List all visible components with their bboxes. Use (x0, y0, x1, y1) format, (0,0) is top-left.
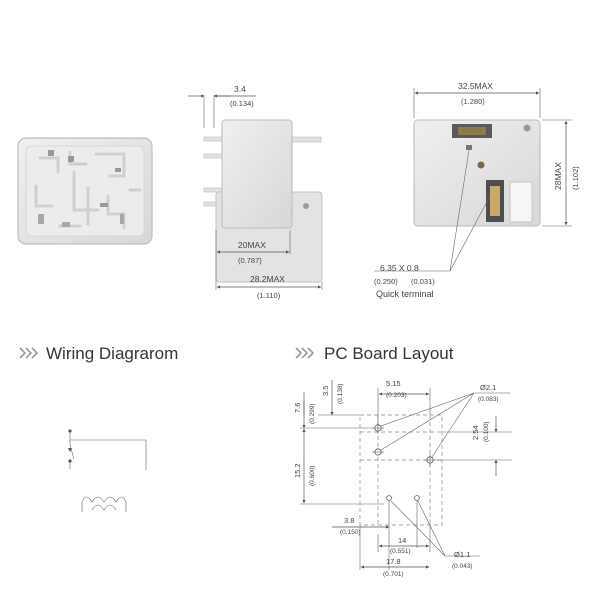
dim-d1-1: Ø1.1 (454, 550, 470, 559)
terminal-label: Quick terminal (376, 289, 434, 299)
wiring-section: Wiring Diagrarom (19, 344, 178, 363)
dim-end-width: 32.5MAX (458, 81, 493, 91)
dim-depth-in: (0.787) (238, 256, 262, 265)
terminal-size: 6.35 X 0.8 (380, 263, 419, 273)
dim-3-8-in: (0.150) (340, 529, 361, 536)
dim-end-height-in: (1.102) (571, 166, 580, 190)
dim-2-54-in: (0.100) (483, 421, 490, 442)
pcb-section: PC Board Layout (295, 344, 454, 363)
relay-end-view (413, 119, 541, 227)
dim-3-5-in: (0.138) (337, 383, 344, 404)
pcb-layout: 7.6 (0.299) 3.5 (0.138) 15.2 (0.600) 5.1… (293, 379, 512, 578)
chevron-icon (19, 347, 39, 359)
dim-end-height: 28MAX (553, 162, 563, 190)
dim-d2-1-in: (0.083) (478, 396, 499, 403)
top-view-dimensions: 3.4 (0.134) 20MAX (0.787) 28.2MAX (1.110… (188, 84, 323, 300)
dim-depth: 20MAX (238, 240, 266, 250)
dim-15-2-in: (0.600) (309, 465, 316, 486)
pcb-title: PC Board Layout (324, 344, 454, 363)
dim-width-in: (0.134) (230, 99, 254, 108)
terminal-size-t: (0.031) (411, 277, 435, 286)
end-view-dimensions: 32.5MAX (1.280) 28MAX (1.102) 6.35 X 0.8… (374, 81, 580, 299)
dim-14: 14 (398, 536, 406, 545)
dim-5-15: 5.15 (386, 379, 401, 388)
dim-length-in: (1.110) (257, 291, 281, 300)
wiring-title: Wiring Diagrarom (46, 344, 178, 363)
relay-side-view (203, 119, 323, 283)
dim-15-2: 15.2 (293, 463, 302, 478)
dim-width: 3.4 (234, 84, 246, 94)
dim-14-in: (0.551) (390, 548, 411, 555)
dim-17-8: 17.8 (386, 557, 401, 566)
terminal-size-w: (0.250) (374, 277, 398, 286)
dim-length: 28.2MAX (250, 274, 285, 284)
dim-d2-1: Ø2.1 (480, 383, 496, 392)
dim-d1-1-in: (0.043) (452, 563, 473, 570)
relay-bottom-view (17, 137, 153, 245)
wiring-diagram (68, 429, 147, 512)
dim-17-8-in: (0.701) (383, 571, 404, 578)
dim-5-15-in: (0.203) (386, 392, 407, 399)
dim-7-6: 7.6 (293, 403, 302, 413)
dim-end-width-in: (1.280) (461, 97, 485, 106)
chevron-icon (295, 347, 315, 359)
dim-7-6-in: (0.299) (309, 403, 316, 424)
dim-3-8: 3.8 (344, 516, 354, 525)
dim-3-5: 3.5 (321, 386, 330, 396)
dim-2-54: 2.54 (471, 425, 480, 440)
